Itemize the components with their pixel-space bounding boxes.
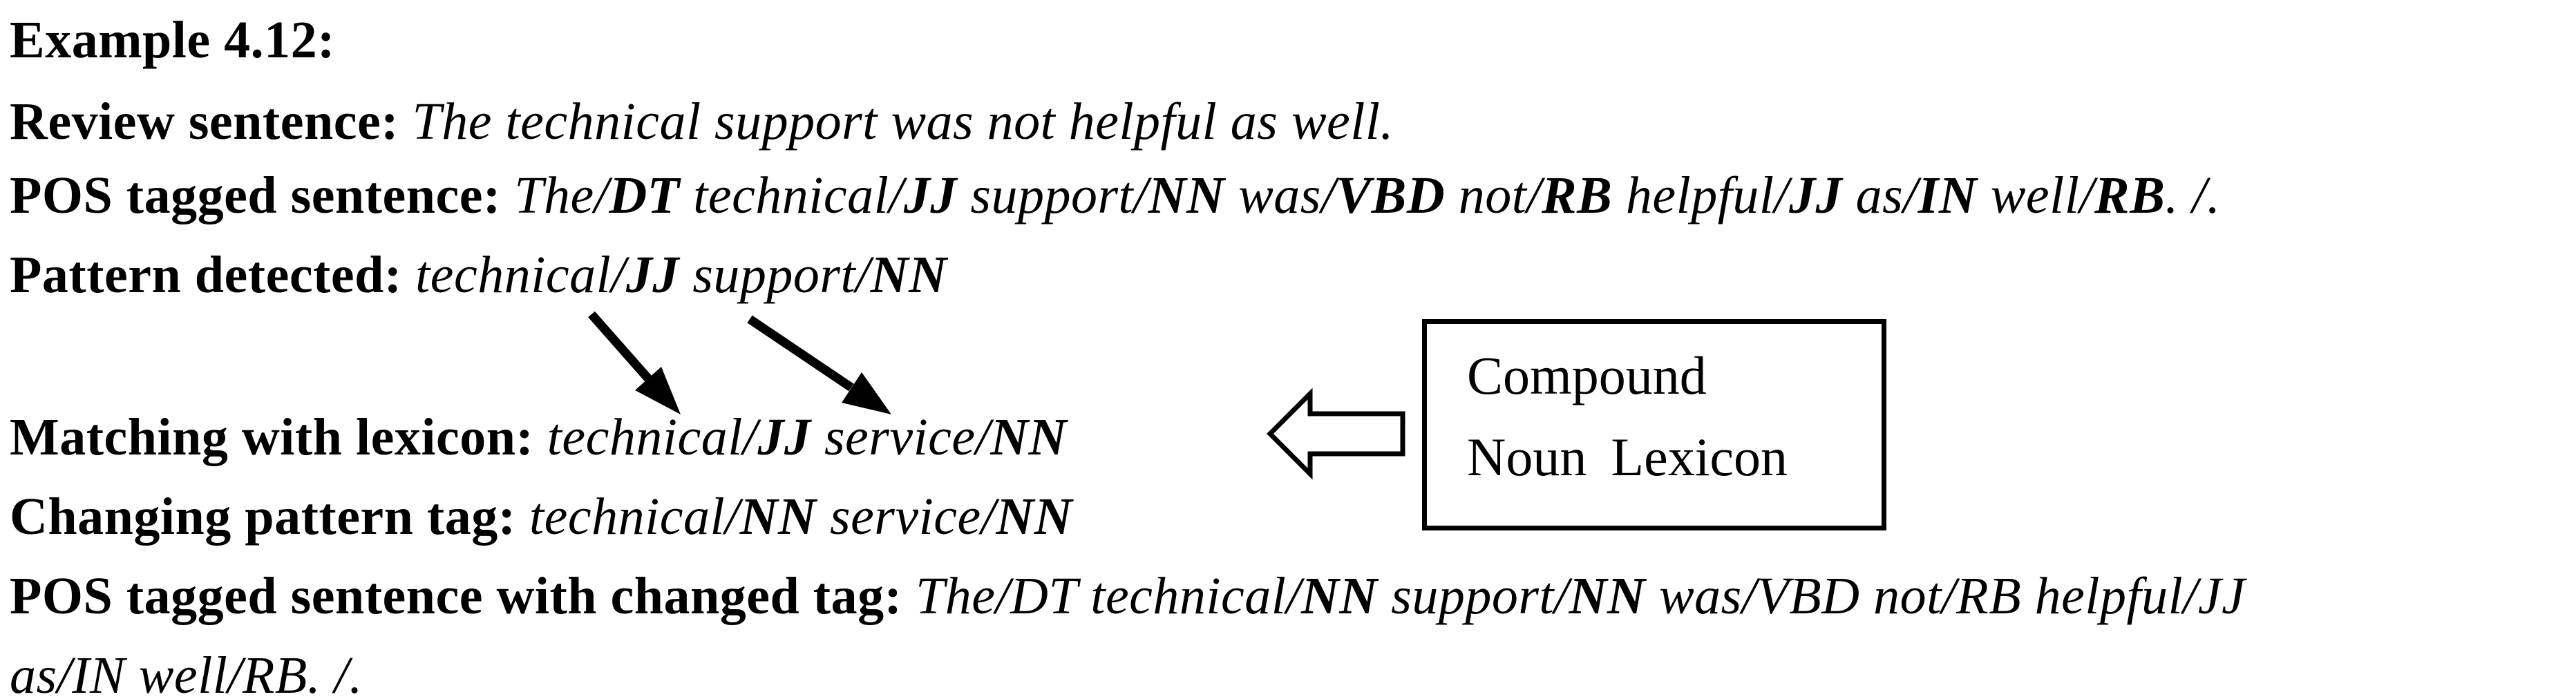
text-run: Changing pattern tag:	[10, 488, 530, 546]
text-run: The/	[514, 166, 609, 224]
text-run: POS tagged sentence:	[10, 166, 515, 224]
lexicon-box-label-line2: Noun Lexicon	[1467, 427, 1788, 487]
lexicon-block-arrow-icon	[1267, 387, 1405, 480]
lexicon-box-label-line1: Compound	[1467, 345, 1707, 405]
pattern-to-lexicon-arrow-right-icon	[747, 315, 891, 414]
text-run: NN	[739, 488, 817, 546]
text-run: support/	[1377, 567, 1569, 625]
text-run: IN	[1917, 166, 1978, 224]
text-run: POS tagged sentence with changed tag:	[10, 567, 916, 625]
text-run: service/	[811, 408, 991, 466]
text-run: as/	[1842, 166, 1918, 224]
text-run: VBD	[1336, 166, 1446, 224]
text-run: technical/	[547, 408, 758, 466]
text-run: Matching with lexicon:	[10, 408, 547, 466]
text-run: NN	[1569, 567, 1646, 625]
matching-with-lexicon-line: Matching with lexicon: technical/JJ serv…	[10, 409, 1067, 466]
text-run: The/DT technical/	[915, 567, 1301, 625]
text-run: service/	[816, 488, 996, 546]
text-run: support/	[956, 166, 1148, 224]
changing-pattern-tag-line: Changing pattern tag: technical/NN servi…	[10, 488, 1072, 545]
text-run: was/VBD not/RB helpful/JJ	[1645, 567, 2246, 625]
text-run: NN	[1148, 166, 1225, 224]
text-run: JJ	[757, 408, 811, 466]
text-run: JJ	[625, 246, 679, 304]
text-run: technical/	[529, 488, 740, 546]
text-run: . /.	[2165, 166, 2221, 224]
text-run: technical/	[415, 246, 626, 304]
text-run: NN	[870, 246, 947, 304]
pos-tagged-sentence-line: POS tagged sentence: The/DT technical/JJ…	[10, 167, 2221, 224]
text-run: DT	[609, 166, 680, 224]
text-run: NN	[990, 408, 1068, 466]
compound-noun-lexicon-box: Compound Noun Lexicon	[1422, 319, 1886, 530]
text-run: Pattern detected:	[10, 246, 416, 304]
text-run: The technical support was not helpful as…	[412, 93, 1394, 151]
text-run: not/	[1445, 166, 1542, 224]
text-run: technical/	[679, 166, 904, 224]
pattern-to-lexicon-arrow-left-icon	[588, 311, 681, 414]
text-run: RB	[1541, 166, 1613, 224]
text-run: Example 4.12:	[10, 11, 335, 69]
review-sentence-line: Review sentence: The technical support w…	[10, 93, 1394, 150]
example-header-line: Example 4.12:	[10, 12, 335, 68]
text-run: JJ	[903, 166, 957, 224]
text-run: helpful/	[1612, 166, 1790, 224]
pos-tagged-changed-tag-continuation-line: as/IN well/RB. /.	[10, 647, 363, 699]
text-run: was/	[1224, 166, 1336, 224]
text-run: JJ	[1789, 166, 1843, 224]
text-run: RB	[2094, 166, 2166, 224]
text-run: NN	[996, 488, 1073, 546]
text-run: well/	[1977, 166, 2095, 224]
text-run: Review sentence:	[10, 93, 413, 151]
pos-tagged-changed-tag-line: POS tagged sentence with changed tag: Th…	[10, 568, 2245, 624]
text-run: support/	[679, 246, 871, 304]
pattern-detected-line: Pattern detected: technical/JJ support/N…	[10, 247, 947, 303]
text-run: as/IN well/RB. /.	[10, 647, 363, 699]
text-run: NN	[1301, 567, 1378, 625]
